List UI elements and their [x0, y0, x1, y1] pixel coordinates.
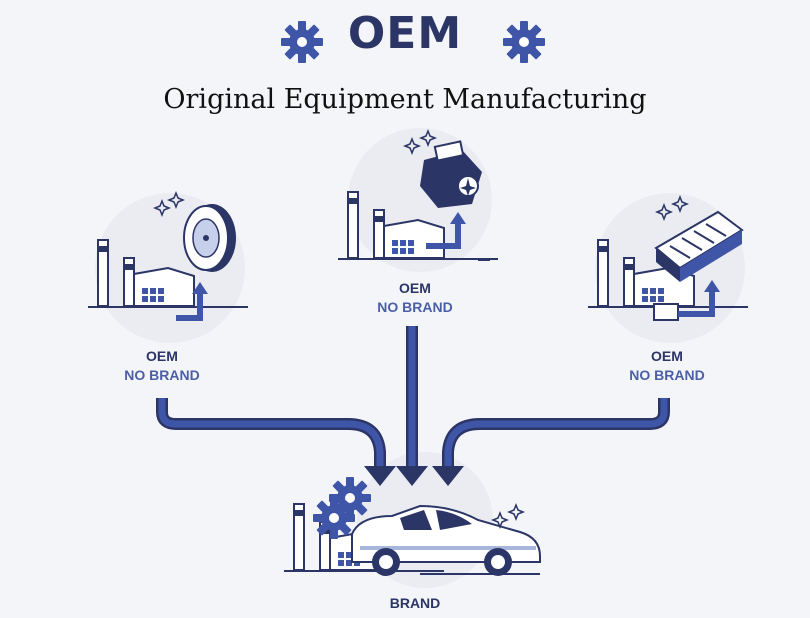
center-node-label: OEM NO BRAND — [355, 279, 475, 317]
right-flow-arrow — [432, 398, 670, 486]
center-node-line2: NO BRAND — [377, 299, 453, 315]
right-node-line2: NO BRAND — [629, 367, 705, 383]
battery-icon — [654, 210, 744, 282]
left-node-line1: OEM — [146, 348, 178, 364]
left-node-label: OEM NO BRAND — [102, 347, 222, 385]
bottom-node-line1: BRAND — [389, 595, 441, 611]
engine-block-icon — [420, 140, 482, 208]
tire-icon — [183, 204, 236, 272]
car-icon — [351, 504, 541, 576]
bottom-node-label: BRAND — [355, 594, 475, 613]
left-node-line2: NO BRAND — [124, 367, 200, 383]
center-factory-icon — [337, 191, 499, 261]
center-node-line1: OEM — [399, 280, 431, 296]
right-factory-icon — [587, 239, 749, 321]
right-node-line1: OEM — [651, 348, 683, 364]
sparkle-icon — [508, 504, 524, 520]
bottom-factory-icon — [283, 477, 540, 575]
page-title: OEM — [347, 8, 463, 59]
left-factory-icon — [87, 239, 249, 321]
right-node-label: OEM NO BRAND — [607, 347, 727, 385]
page-subtitle: Original Equipment Manufacturing — [163, 84, 647, 115]
center-flow-arrow — [396, 326, 428, 486]
left-flow-arrow — [156, 398, 396, 486]
